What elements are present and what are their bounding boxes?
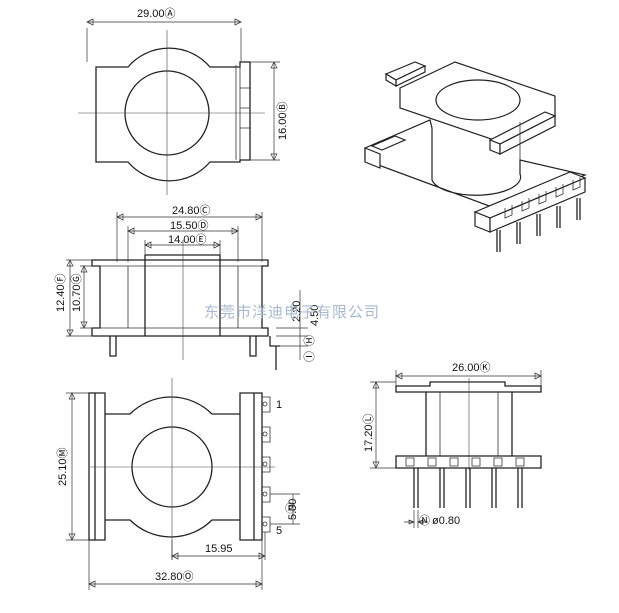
pin-offset-b-label: 4.50	[309, 305, 321, 326]
top-height-label: 16.00Ⓑ	[276, 101, 289, 140]
watermark: 东莞市洋迪电子有限公司	[204, 304, 380, 321]
side-width-label: 26.00Ⓚ	[452, 361, 491, 374]
side-view: 26.00Ⓚ 17.20Ⓛ Ⓝ ø0.80	[362, 361, 542, 528]
bottom-width-label: 32.80Ⓞ	[155, 570, 194, 583]
inner-width-label: 15.50Ⓓ	[170, 219, 209, 232]
top-view: 29.00Ⓐ 16.00Ⓑ	[78, 7, 289, 195]
front-width-label: 24.80Ⓒ	[172, 204, 211, 217]
bottom-view: 1 5 25.10Ⓜ 5.00 Ⓟ 15.95 32.80Ⓞ	[56, 378, 300, 590]
pin-offset-a-ref: Ⓗ	[303, 335, 316, 346]
pin-offset-b-ref: Ⓘ	[303, 351, 316, 362]
pin-diameter-label: ø0.80	[432, 515, 460, 527]
pin-span-label: 15.95	[205, 543, 233, 555]
front-height-label: 12.40Ⓕ	[54, 273, 67, 312]
isometric-view	[364, 61, 587, 252]
side-height-label: 17.20Ⓛ	[362, 413, 375, 452]
inner-height-label: 10.70Ⓖ	[70, 273, 83, 312]
pin-label-first: 1	[276, 399, 282, 411]
pin-pitch-ref: Ⓟ	[285, 502, 296, 515]
bottom-height-label: 25.10Ⓜ	[56, 447, 69, 486]
front-view: 24.80Ⓒ 15.50Ⓓ 14.00Ⓔ 12.40Ⓕ 10.70Ⓖ 2.20 …	[54, 204, 321, 370]
iso-bobbin-opening	[435, 79, 521, 121]
top-width-label: 29.00Ⓐ	[137, 7, 176, 20]
pin-label-last: 5	[276, 525, 282, 537]
core-width-label: 14.00Ⓔ	[168, 233, 207, 246]
pin-offset-a-label: 2.20	[291, 301, 303, 322]
pin-diameter-ref: Ⓝ	[419, 514, 430, 527]
pin-pitch-label: 5.00	[287, 499, 299, 520]
